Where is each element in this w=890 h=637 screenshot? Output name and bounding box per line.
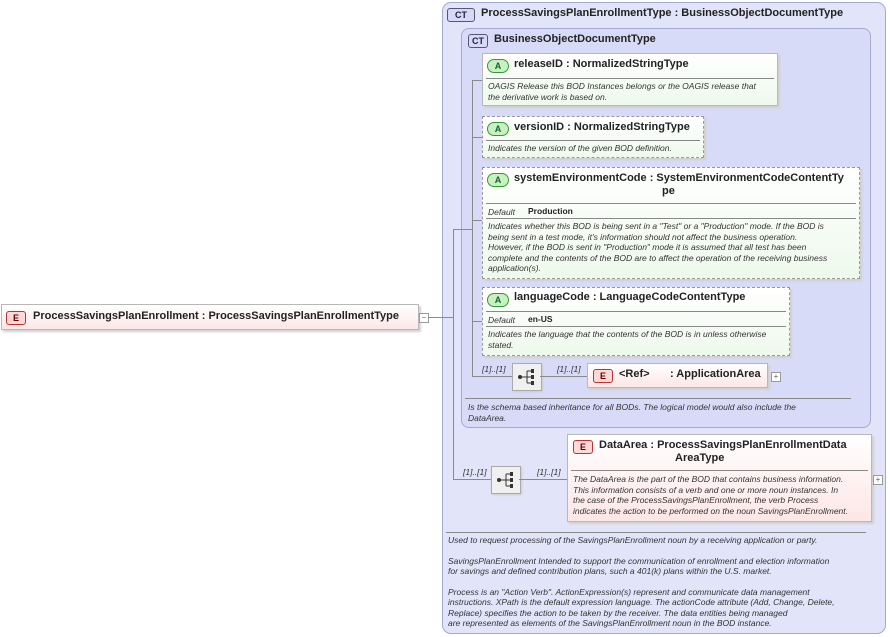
outer-type-doc: Used to request processing of the Saving… xyxy=(448,535,835,628)
base-type-title[interactable]: BusinessObjectDocumentType xyxy=(494,33,656,45)
divider xyxy=(486,311,786,312)
attribute-title: systemEnvironmentCode : SystemEnvironmen… xyxy=(514,172,844,197)
attribute-title: releaseID : NormalizedStringType xyxy=(514,58,689,70)
outer-type-title[interactable]: ProcessSavingsPlanEnrollmentType : Busin… xyxy=(481,7,844,19)
default-value: en-US xyxy=(528,314,553,324)
element-badge-icon: E xyxy=(573,440,593,454)
connector-line xyxy=(472,376,512,377)
divider xyxy=(465,398,851,399)
divider xyxy=(486,203,856,204)
attribute-badge-icon: A xyxy=(487,59,509,73)
default-value: Production xyxy=(528,206,573,216)
application-area-title: : ApplicationArea xyxy=(670,368,761,380)
connector-line xyxy=(540,376,588,377)
sequence-icon[interactable] xyxy=(512,363,542,391)
default-label: Default xyxy=(488,207,515,217)
attribute-doc: OAGIS Release this BOD Instances belongs… xyxy=(488,81,756,102)
connector-line xyxy=(453,479,491,480)
ct-badge-icon: CT xyxy=(447,8,475,22)
attribute-badge-icon: A xyxy=(487,122,509,136)
connector-line xyxy=(472,220,484,221)
attribute-badge-icon: A xyxy=(487,293,509,307)
data-area-title: DataArea : ProcessSavingsPlanEnrollmentD… xyxy=(599,439,847,464)
sequence-icon[interactable] xyxy=(491,466,521,494)
data-area-doc: The DataArea is the part of the BOD that… xyxy=(573,474,849,516)
attribute-badge-icon: A xyxy=(487,173,509,187)
attribute-title: languageCode : LanguageCodeContentType xyxy=(514,291,746,303)
element-badge-icon: E xyxy=(6,311,26,325)
expand-icon[interactable]: + xyxy=(771,372,781,382)
cardinality-label: [1]..[1] xyxy=(557,364,581,374)
base-type-doc: Is the schema based inheritance for all … xyxy=(468,402,796,423)
data-area-element[interactable] xyxy=(567,434,872,522)
connector-line xyxy=(453,229,454,480)
connector-line xyxy=(519,479,567,480)
default-label: Default xyxy=(488,315,515,325)
connector-line xyxy=(472,137,484,138)
connector-line xyxy=(472,321,484,322)
attribute-system-environment-code[interactable] xyxy=(482,167,860,279)
connector-line xyxy=(472,80,473,377)
ct-badge-icon: CT xyxy=(468,34,488,48)
attribute-title: versionID : NormalizedStringType xyxy=(514,121,690,133)
root-element-box[interactable] xyxy=(1,304,419,330)
divider xyxy=(486,326,786,327)
attribute-doc: Indicates the language that the contents… xyxy=(488,329,767,350)
divider xyxy=(486,78,774,79)
connector-line xyxy=(428,317,454,318)
divider xyxy=(486,140,700,141)
attribute-language-code[interactable] xyxy=(482,287,790,356)
divider xyxy=(446,532,866,533)
expand-icon[interactable]: + xyxy=(873,475,883,485)
attribute-doc: Indicates whether this BOD is being sent… xyxy=(488,221,828,273)
connector-line xyxy=(472,80,484,81)
cardinality-label: [1]..[1] xyxy=(537,467,561,477)
attribute-version-id[interactable] xyxy=(482,116,704,158)
collapse-icon[interactable]: − xyxy=(419,313,429,323)
divider xyxy=(486,218,856,219)
cardinality-label: [1]..[1] xyxy=(463,467,487,477)
application-area-element[interactable] xyxy=(587,363,768,388)
cardinality-label: [1]..[1] xyxy=(482,364,506,374)
application-area-ref: <Ref> xyxy=(619,368,650,380)
connector-line xyxy=(453,229,473,230)
element-badge-icon: E xyxy=(593,369,613,383)
divider xyxy=(571,470,868,471)
root-element-title: ProcessSavingsPlanEnrollment : ProcessSa… xyxy=(33,310,399,322)
attribute-doc: Indicates the version of the given BOD d… xyxy=(488,143,672,153)
attribute-release-id[interactable] xyxy=(482,53,778,106)
